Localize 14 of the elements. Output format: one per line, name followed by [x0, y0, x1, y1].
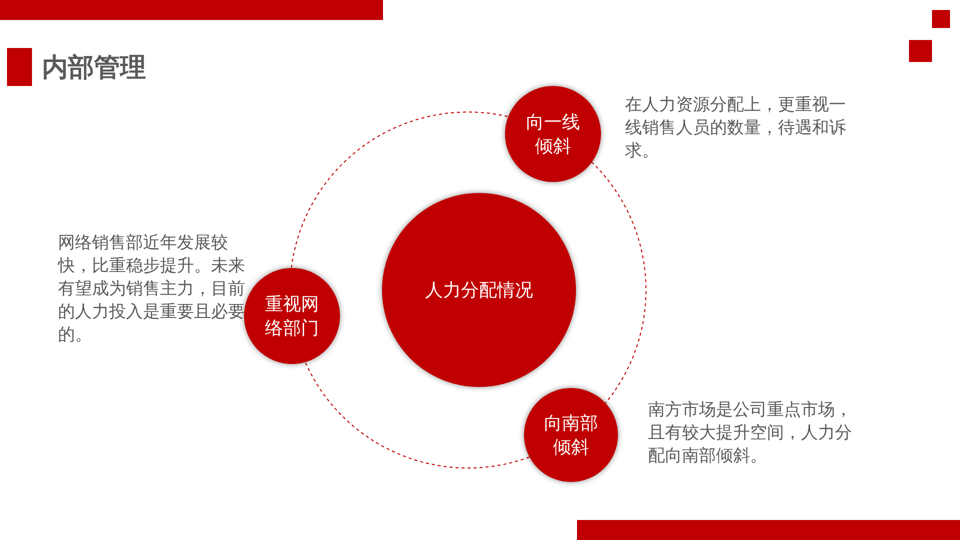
node-label: 向南部倾斜	[542, 412, 599, 460]
circle-node	[244, 268, 340, 364]
dashed-arc	[290, 112, 508, 268]
circle-node	[524, 388, 618, 482]
dashed-arc	[591, 162, 646, 404]
description-text: 在人力资源分配上，更重视一线销售人员的数量，待遇和诉求。	[625, 94, 847, 162]
description-text: 南方市场是公司重点市场，且有较大提升空间，人力分配向南部倾斜。	[648, 399, 853, 467]
node-label: 重视网络部门	[264, 292, 320, 340]
node-label: 人力分配情况	[424, 279, 534, 302]
circle-node	[504, 86, 601, 182]
title: 内部管理	[42, 51, 146, 84]
description-text: 网络销售部近年发展较快，比重稳步提升。未来有望成为销售主力，目前的人力投入是重要且必要的。	[58, 232, 246, 346]
node-label: 向一线倾斜	[524, 110, 581, 158]
dashed-arc	[304, 361, 530, 468]
